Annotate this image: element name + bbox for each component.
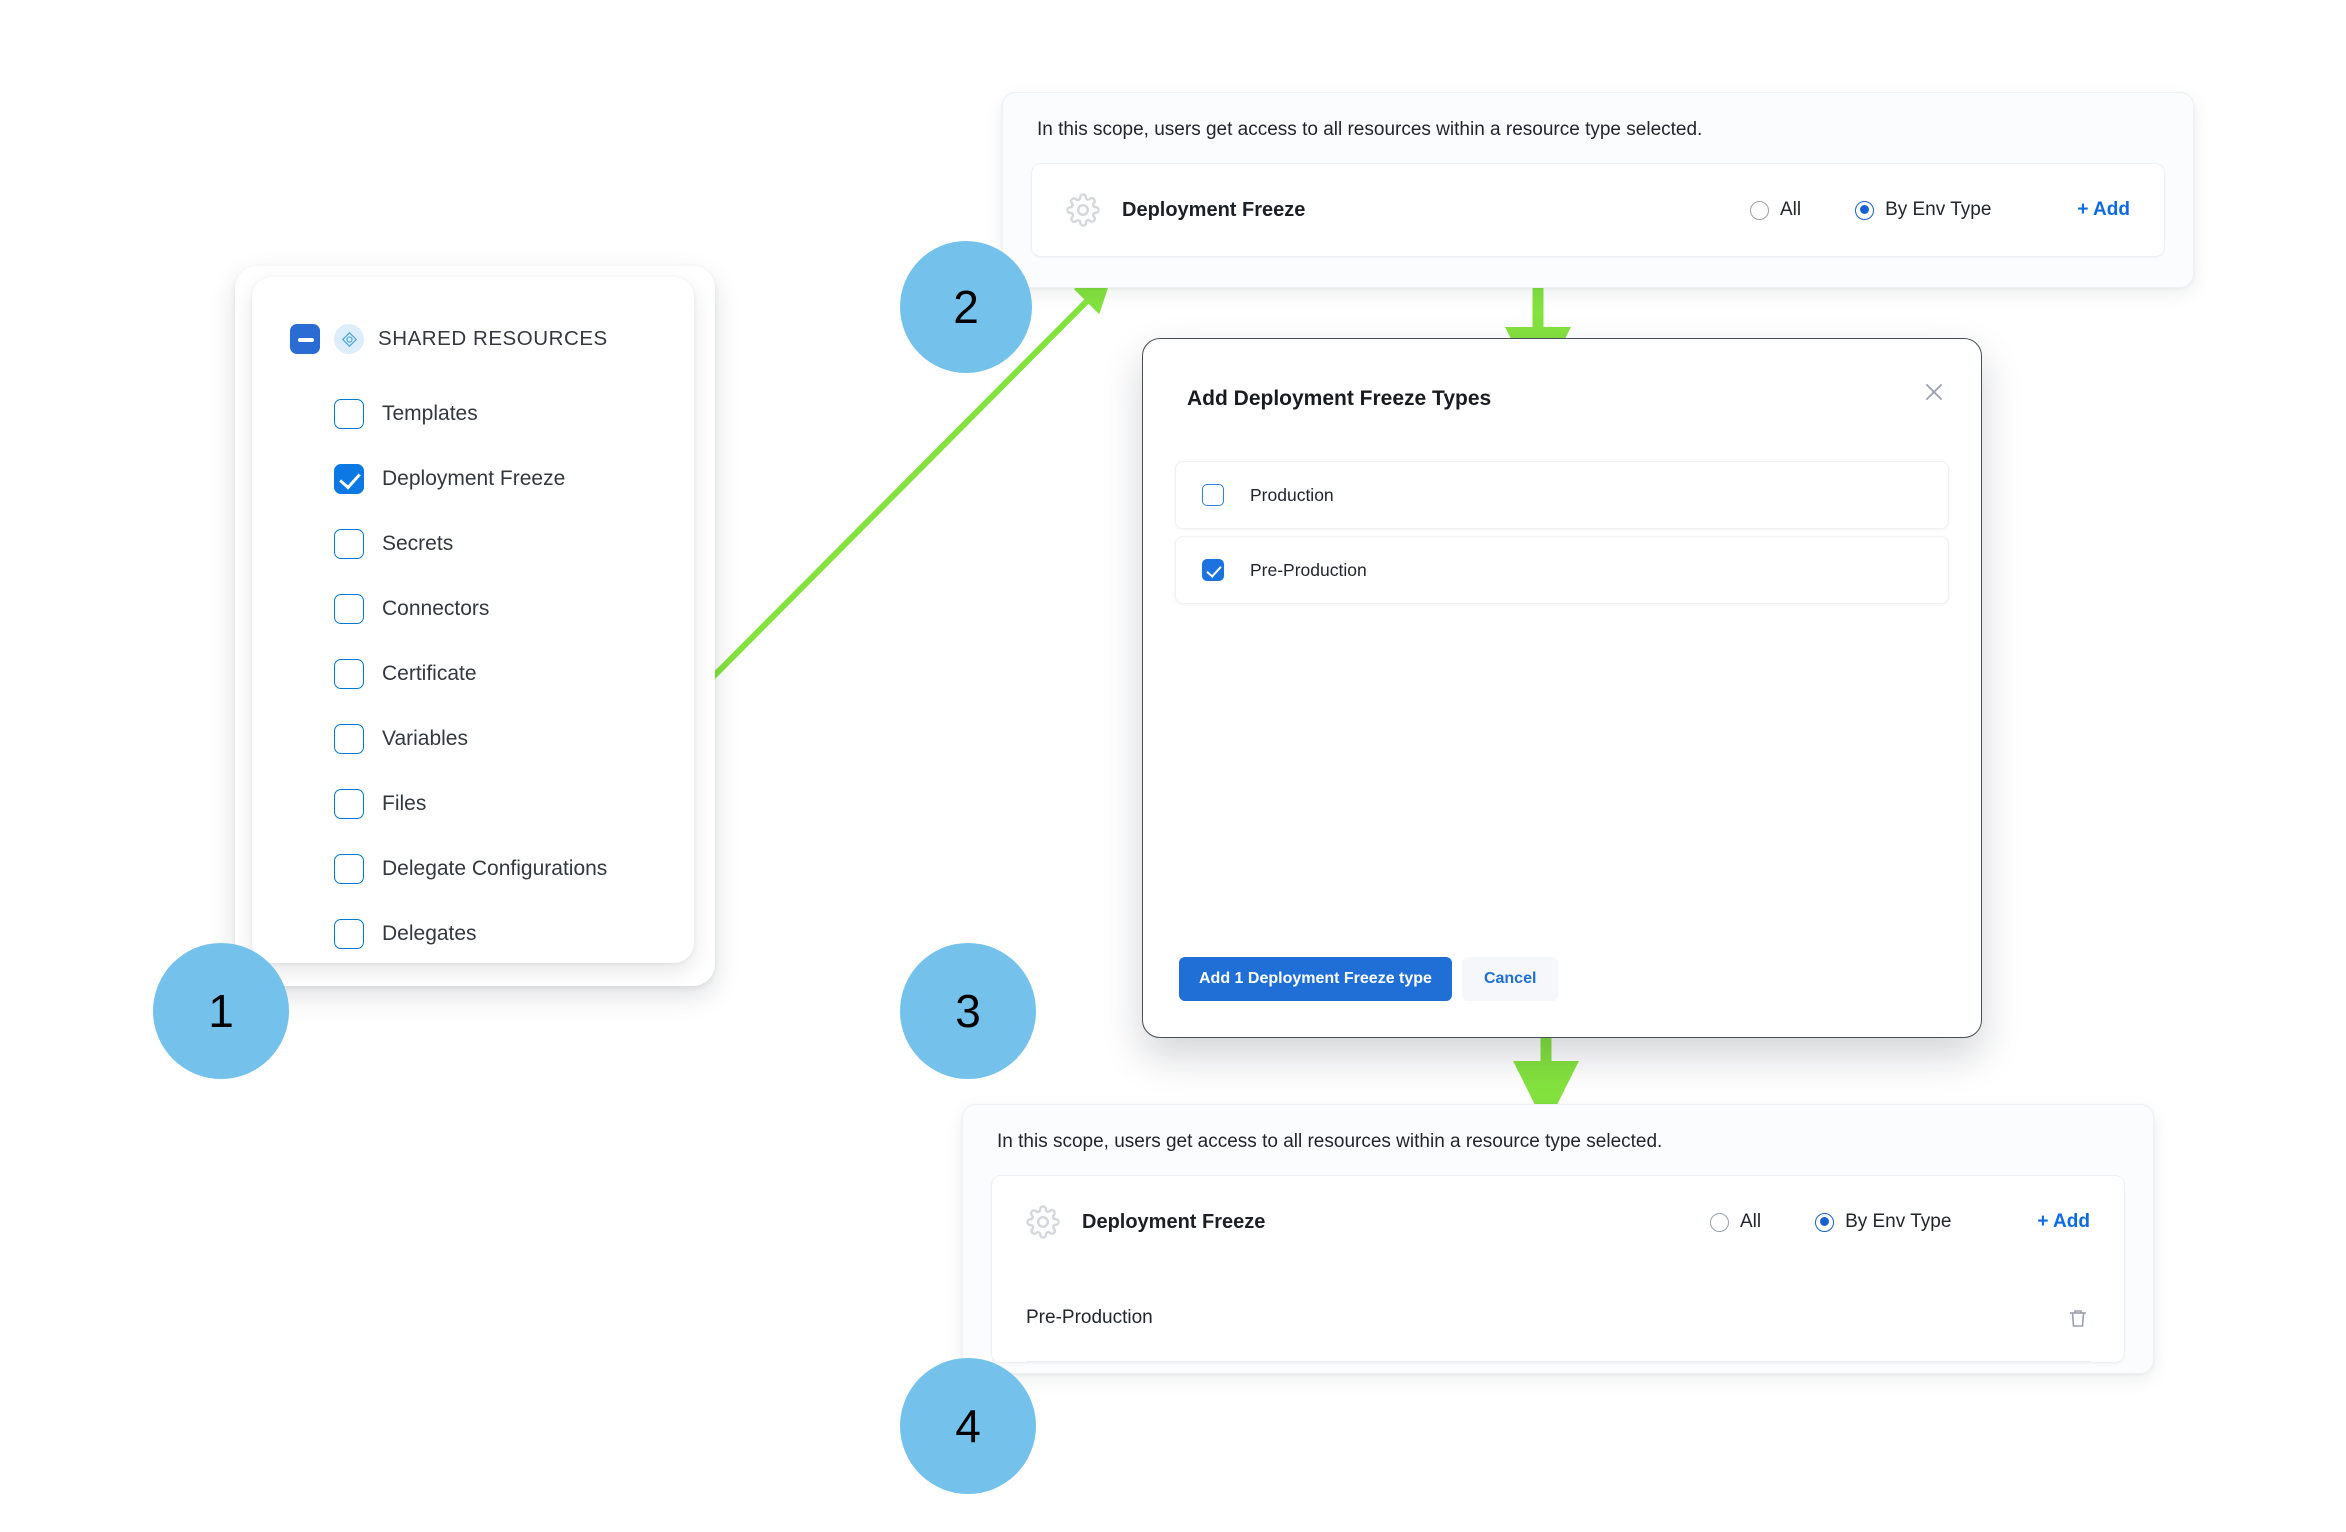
trash-icon[interactable] [2066,1306,2090,1330]
list-item-label: Templates [382,401,478,425]
scope-resource-row-wrapper: Deployment Freeze All By Env Type + Add … [991,1175,2125,1363]
list-item[interactable]: Secrets [252,511,694,576]
deployment-freeze-type-list: Production Pre-Production [1175,461,1949,611]
list-item-label: Certificate [382,661,477,685]
list-item[interactable]: Deployment Freeze [252,446,694,511]
step-bubble-number: 1 [208,985,234,1037]
add-deployment-freeze-types-modal: Add Deployment Freeze Types Production P… [1142,338,1982,1038]
scope-description: In this scope, users get access to all r… [997,1131,1663,1152]
radio-label: By Env Type [1885,199,1992,220]
list-item-label: Variables [382,726,468,750]
add-link[interactable]: + Add [2037,1211,2090,1232]
modal-title: Add Deployment Freeze Types [1187,387,1492,410]
list-item-label: Deployment Freeze [382,466,566,490]
step-bubble-number: 3 [955,985,981,1037]
add-types-button[interactable]: Add 1 Deployment Freeze type [1179,957,1452,1001]
scope-resource-row: Deployment Freeze All By Env Type + Add [1026,1176,2090,1268]
scope-controls: All By Env Type + Add [1656,1211,2090,1233]
list-item[interactable]: Delegates [252,901,694,966]
checkbox-certificate[interactable] [334,658,364,689]
radio-all[interactable] [1749,200,1769,220]
add-link[interactable]: + Add [2077,199,2130,220]
scope-card-bottom: In this scope, users get access to all r… [962,1104,2154,1374]
scope-controls: All By Env Type + Add [1696,199,2130,221]
shared-resources-header[interactable]: SHARED RESOURCES [252,319,694,359]
checkbox-connectors[interactable] [334,593,364,624]
radio-all[interactable] [1709,1212,1729,1232]
scope-resource-row-wrapper: Deployment Freeze All By Env Type + Add [1031,163,2165,257]
checkbox-secrets[interactable] [334,528,364,559]
list-item[interactable]: Pre-Production [1175,536,1949,604]
modal-footer: Add 1 Deployment Freeze type Cancel [1179,957,1559,1001]
shared-resources-label: SHARED RESOURCES [378,327,608,350]
gear-icon [1066,193,1100,227]
checkbox-delegates[interactable] [334,918,364,949]
list-item[interactable]: Templates [252,381,694,446]
step-bubble-number: 2 [953,281,979,333]
cancel-button[interactable]: Cancel [1461,957,1559,1001]
list-item-label: Connectors [382,596,490,620]
step-bubble-number: 4 [955,1400,981,1452]
list-item[interactable]: Delegate Configurations [252,836,694,901]
list-item[interactable]: Certificate [252,641,694,706]
resource-type-list: Templates Deployment Freeze Secrets Conn… [252,381,694,966]
scope-resource-row: Deployment Freeze All By Env Type + Add [1066,164,2130,256]
checkbox-templates[interactable] [334,398,364,429]
radio-label: All [1739,1211,1762,1232]
step-bubble-1: 1 [153,943,289,1079]
shared-resources-panel: SHARED RESOURCES Templates Deployment Fr… [252,277,694,963]
step-bubble-2: 2 [900,241,1032,373]
radio-option-all[interactable]: All [1709,1211,1762,1233]
radio-option-by-env-type[interactable]: By Env Type [1815,1211,1951,1233]
radio-by-env-type[interactable] [1815,1212,1835,1232]
checkbox-variables[interactable] [334,723,364,754]
scope-resource-name: Deployment Freeze [1122,198,1306,221]
list-item-label: Secrets [382,531,454,555]
gear-icon [1026,1205,1060,1239]
resource-node-icon [334,324,364,354]
list-item-label: Production [1250,484,1334,505]
shared-resources-checkbox[interactable] [290,324,320,354]
list-item-label: Files [382,791,427,815]
list-item[interactable]: Files [252,771,694,836]
close-icon[interactable] [1921,379,1947,405]
list-item-label: Delegate Configurations [382,856,608,880]
checkbox-pre-production[interactable] [1202,559,1224,581]
list-item[interactable]: Production [1175,461,1949,529]
list-item-label: Pre-Production [1250,559,1367,580]
checkbox-files[interactable] [334,788,364,819]
radio-label: All [1779,199,1802,220]
list-item[interactable]: Variables [252,706,694,771]
checkbox-production[interactable] [1202,484,1224,506]
arrow-1-to-2 [687,276,1112,703]
radio-label: By Env Type [1845,1211,1952,1232]
radio-option-by-env-type[interactable]: By Env Type [1855,199,1991,221]
scope-card-top: In this scope, users get access to all r… [1002,92,2194,288]
step-bubble-3: 3 [900,943,1036,1079]
selected-value-label: Pre-Production [1026,1306,1153,1328]
checkbox-deployment-freeze[interactable] [334,463,364,494]
selected-value-row: Pre-Production [1026,1274,2090,1362]
checkbox-delegate-configurations[interactable] [334,853,364,884]
radio-option-all[interactable]: All [1749,199,1802,221]
scope-description: In this scope, users get access to all r… [1037,119,1703,140]
radio-by-env-type[interactable] [1855,200,1875,220]
list-item[interactable]: Connectors [252,576,694,641]
scope-resource-name: Deployment Freeze [1082,1210,1266,1233]
list-item-label: Delegates [382,921,477,945]
step-bubble-4: 4 [900,1358,1036,1494]
